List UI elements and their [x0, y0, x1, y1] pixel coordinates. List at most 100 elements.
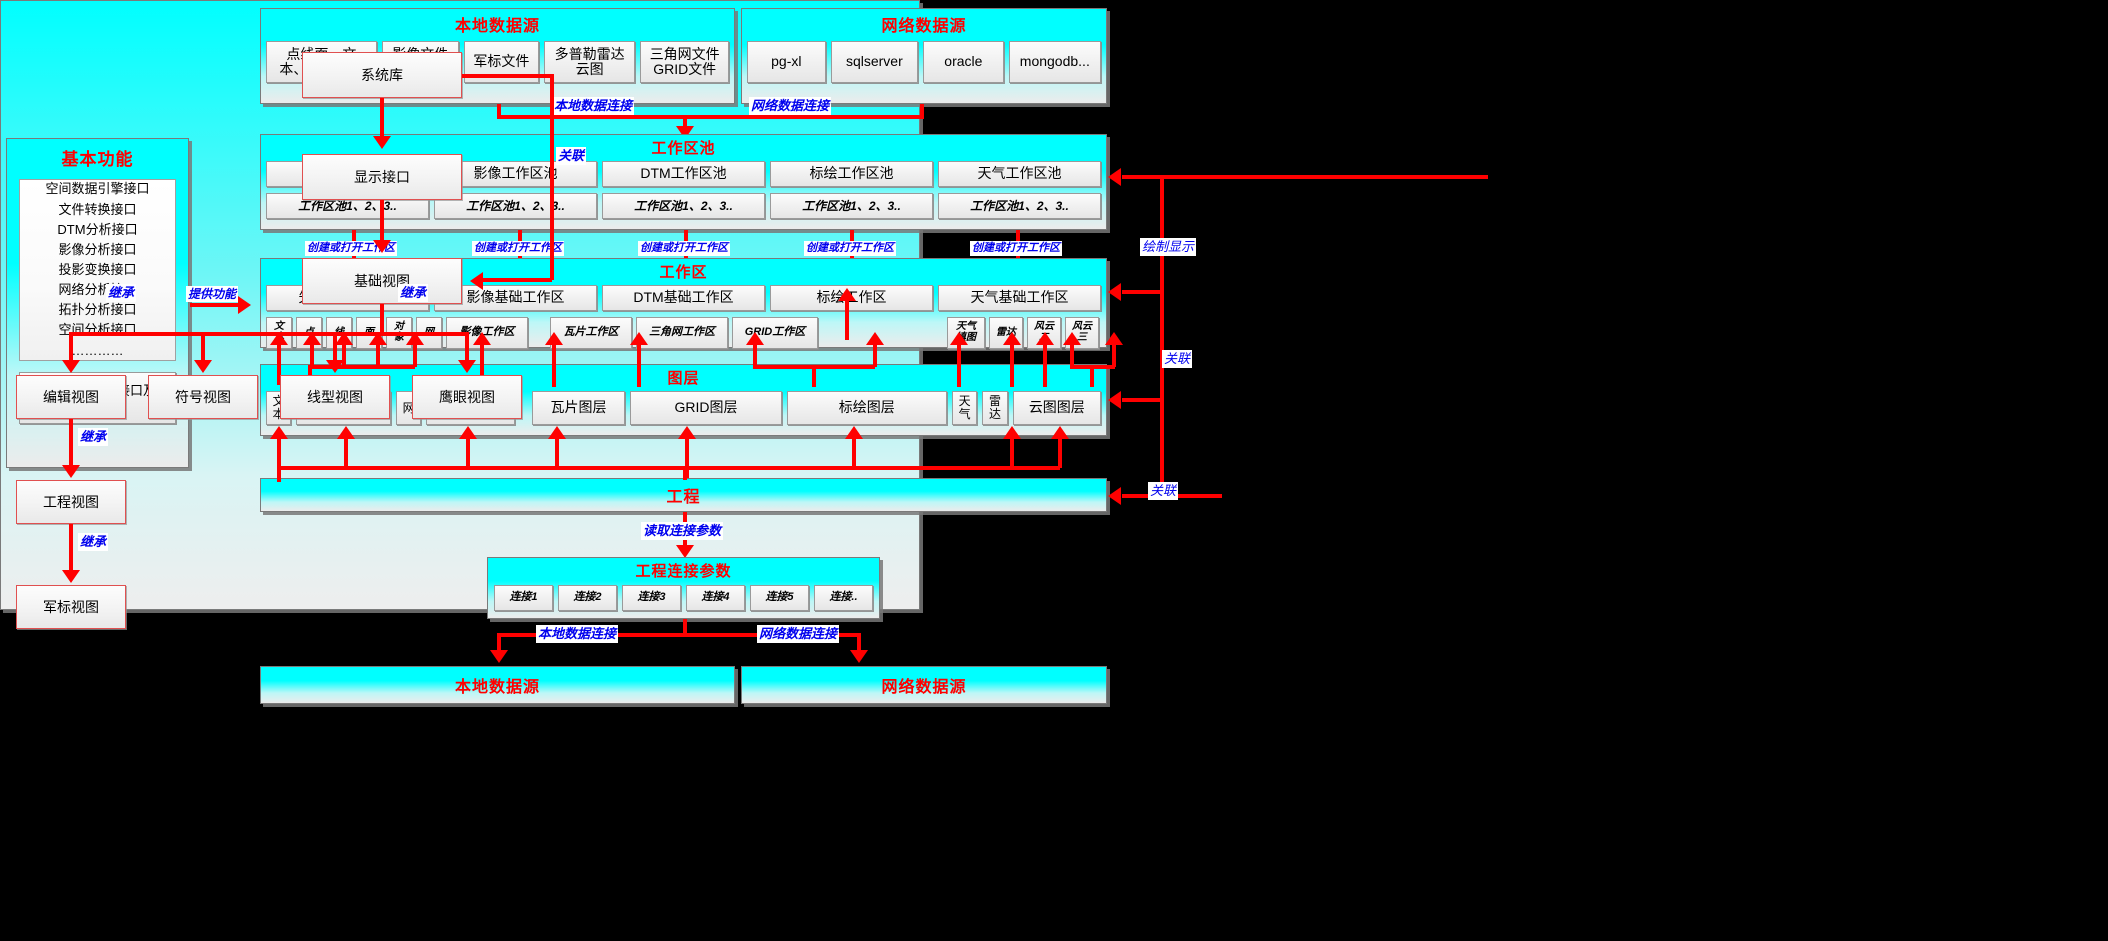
connector-base-down [380, 304, 384, 334]
edge-label-create-open-3: 创建或打开工作区 [804, 241, 896, 256]
node-line-view[interactable]: 线型视图 [280, 375, 390, 419]
node-edit-view[interactable]: 编辑视图 [16, 375, 126, 419]
ws-sub-grid[interactable]: GRID工作区 [732, 317, 818, 349]
pool-item-3[interactable]: 标绘工作区池 [770, 161, 933, 187]
arrowhead-project-1 [337, 426, 355, 439]
node-system-lib[interactable]: 系统库 [302, 52, 462, 98]
edge-label-net-data-conn-top: 网络数据连接 [749, 97, 832, 115]
connector-map-to-layers [1122, 398, 1162, 402]
ds-local-item-4[interactable]: 三角网文件 GRID文件 [640, 41, 729, 83]
connector-ws-layer-4v [413, 345, 417, 367]
connector-ws-layer-weather [1010, 345, 1014, 387]
connector-ws-layer-0 [277, 345, 281, 385]
arrowhead-edit-to-project [62, 465, 80, 478]
node-eagle-view[interactable]: 鹰眼视图 [412, 375, 522, 419]
connector-ws-layer-plot [957, 345, 961, 387]
connector-display-to-pool-h [1122, 175, 1488, 179]
arrowhead-project-5 [845, 426, 863, 439]
connector-ws-layer-1h [308, 365, 415, 369]
node-military-view[interactable]: 军标视图 [16, 585, 126, 629]
layer-weather[interactable]: 天 气 [951, 391, 978, 425]
bottom-net-title: 网络数据源 [881, 679, 967, 696]
node-project-view[interactable]: 工程视图 [16, 480, 126, 524]
arrowhead-display-to-base [373, 240, 391, 253]
conn-item-4[interactable]: 连接5 [750, 585, 809, 611]
ds-net-item-3[interactable]: mongodb... [1008, 41, 1101, 83]
edge-label-local-data-conn-top: 本地数据连接 [552, 97, 635, 115]
pool-subitem-0[interactable]: 工作区池1、2、3.. [266, 193, 429, 219]
arrowhead-syslib-to-display [373, 136, 391, 149]
conn-item-5[interactable]: 连接.. [814, 585, 873, 611]
arrowhead-plot-ws-up [838, 288, 856, 301]
local-data-source-title: 本地数据源 [454, 18, 540, 35]
arrowhead-ws-layer-grid [866, 332, 884, 345]
connector-sidebar-to-workspace [190, 303, 238, 307]
connector-project-bus [277, 466, 1060, 470]
conn-item-0[interactable]: 连接1 [494, 585, 553, 611]
pool-subitem-4[interactable]: 工作区池1、2、3.. [938, 193, 1101, 219]
ds-local-item-3[interactable]: 多普勒雷达 云图 [543, 41, 636, 83]
connector-project-1v [344, 438, 348, 468]
node-base-view[interactable]: 基础视图 [302, 258, 462, 304]
arrowhead-ws-layer-fy3 [1105, 332, 1123, 345]
edge-label-provide-function: 提供功能 [186, 286, 239, 303]
pool-subitem-2[interactable]: 工作区池1、2、3.. [602, 193, 765, 219]
connector-map-to-ws [1122, 290, 1162, 294]
conn-item-3[interactable]: 连接4 [686, 585, 745, 611]
ws-item-4[interactable]: 天气基础工作区 [938, 285, 1101, 311]
ws-sub-tin[interactable]: 三角网工作区 [636, 317, 728, 349]
ds-net-item-2[interactable]: oracle [923, 41, 1004, 83]
node-display-interface[interactable]: 显示接口 [302, 154, 462, 200]
edge-label-inherit-right: 继承 [398, 284, 429, 302]
arrowhead-map-to-layers [1108, 391, 1121, 409]
connector-assoc-h-top [462, 74, 554, 78]
connector-project-6v [1010, 438, 1014, 468]
edge-label-assoc-project: 关联 [1148, 482, 1179, 500]
arrowhead-project-4 [678, 426, 696, 439]
pool-subitem-3[interactable]: 工作区池1、2、3.. [770, 193, 933, 219]
pool-item-4[interactable]: 天气工作区池 [938, 161, 1101, 187]
edge-label-draw-display: 绘制显示 [1140, 238, 1197, 256]
connector-assoc-h-bottom [482, 278, 552, 282]
project-conn-params-panel: 工程连接参数 连接1 连接2 连接3 连接4 连接5 连接.. [487, 557, 880, 619]
connector-ds-merge-down [683, 115, 687, 132]
connector-project-5v [852, 438, 856, 468]
layer-plot[interactable]: 标绘图层 [786, 391, 947, 425]
connector-edit-to-project [69, 419, 73, 467]
ds-net-item-1[interactable]: sqlserver [830, 41, 919, 83]
layer-tile[interactable]: 瓦片图层 [531, 391, 626, 425]
conn-item-2[interactable]: 连接3 [622, 585, 681, 611]
arrowhead-project-to-military [62, 570, 80, 583]
connector-project-0v [277, 438, 281, 482]
edge-label-read-conn-params: 读取连接参数 [641, 522, 724, 540]
pool-item-2[interactable]: DTM工作区池 [602, 161, 765, 187]
connector-net-ds-down [920, 104, 924, 119]
arrowhead-base-to-eagle [458, 360, 476, 373]
workspace-title: 工作区 [659, 264, 708, 281]
edge-label-assoc-right: 关联 [556, 147, 587, 165]
layer-cloud[interactable]: 云图图层 [1012, 391, 1101, 425]
ws-item-2[interactable]: DTM基础工作区 [602, 285, 765, 311]
edge-label-inherit-military: 继承 [78, 533, 109, 551]
edge-label-inherit-left: 继承 [106, 284, 137, 302]
layer-radar[interactable]: 雷 达 [982, 391, 1008, 425]
connector-ws-layer-radar [1043, 345, 1047, 387]
edge-label-create-open-1: 创建或打开工作区 [472, 241, 564, 256]
edge-label-net-data-conn-bottom: 网络数据连接 [757, 625, 840, 643]
ws-sub-tile[interactable]: 瓦片工作区 [550, 317, 632, 349]
node-symbol-view[interactable]: 符号视图 [148, 375, 258, 419]
layer-grid[interactable]: GRID图层 [630, 391, 782, 425]
connector-syslib-to-display [380, 98, 384, 138]
edge-label-create-open-2: 创建或打开工作区 [638, 241, 730, 256]
connector-conn-bus [497, 633, 861, 637]
bottom-network-data-source: 网络数据源 [741, 666, 1107, 704]
connector-project-2v [466, 438, 470, 468]
connector-ws-layer-1v [310, 345, 314, 367]
arrowhead-project-to-conn [676, 545, 694, 558]
ds-net-item-0[interactable]: pg-xl [747, 41, 826, 83]
edge-label-create-open-4: 创建或打开工作区 [970, 241, 1062, 256]
pool-subitem-1[interactable]: 工作区池1、2、3.. [434, 193, 597, 219]
project-title: 工程 [666, 489, 701, 506]
conn-item-1[interactable]: 连接2 [558, 585, 617, 611]
arrowhead-map-to-ws [1108, 283, 1121, 301]
